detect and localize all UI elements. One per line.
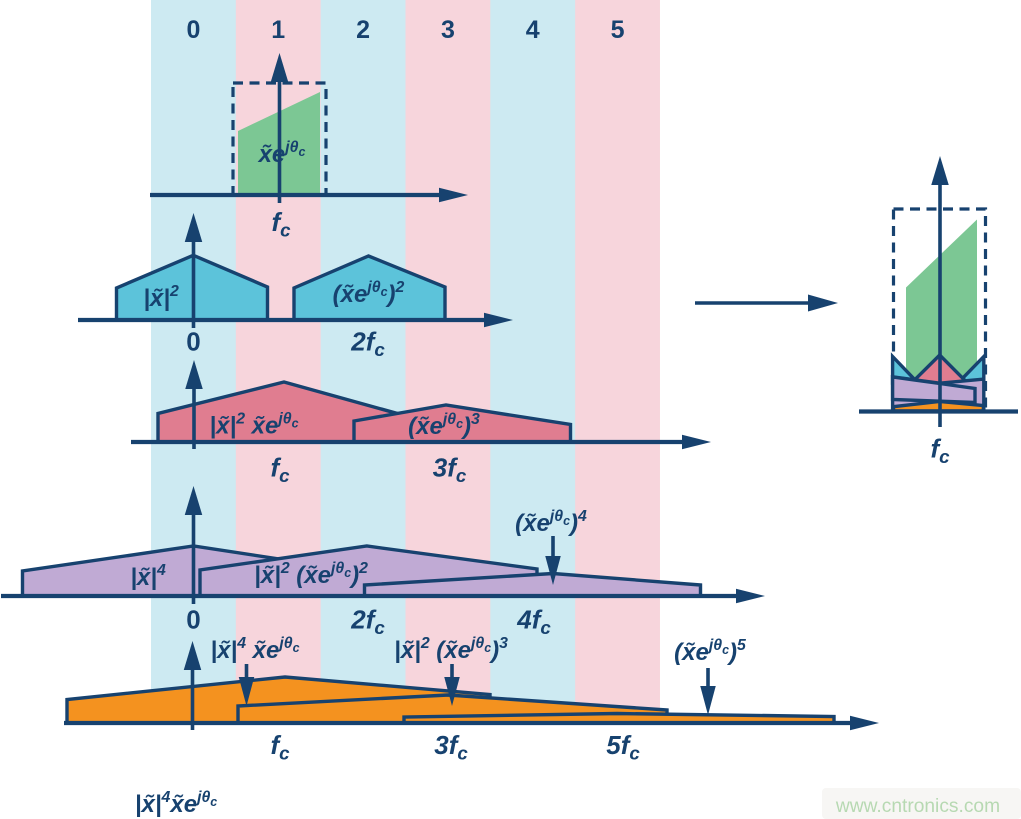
second-order-frequency-axis-arrowhead-icon bbox=[484, 312, 513, 328]
fourth-order-annotation-0: (x̃ejθc)4 bbox=[515, 508, 587, 537]
fourth-order-annotation-arrow-0-arrowhead-icon bbox=[545, 556, 561, 585]
band-label-1: 1 bbox=[271, 16, 285, 44]
band-label-5: 5 bbox=[611, 16, 625, 44]
first-order-label-0: x̃ejθc bbox=[257, 139, 306, 168]
fifth-order-annotation-arrow-0-arrowhead-icon bbox=[238, 677, 255, 706]
band-label-4: 4 bbox=[526, 16, 540, 44]
first-order-label-1: fc bbox=[271, 207, 291, 241]
fifth-order-annotation-arrow-1-arrowhead-icon bbox=[444, 677, 460, 706]
band-label-2: 2 bbox=[356, 16, 370, 44]
fifth-order-label-2: 5fc bbox=[606, 730, 640, 764]
band-label-0: 0 bbox=[186, 16, 200, 44]
mini-purple-inner bbox=[890, 375, 977, 405]
third-order-label-1: (x̃ejθc)3 bbox=[408, 411, 480, 440]
second-order-label-1: (x̃ejθc)2 bbox=[333, 279, 405, 308]
fourth-order-frequency-axis-arrowhead-icon bbox=[736, 588, 765, 604]
second-order-amplitude-axis-arrowhead-icon bbox=[184, 213, 203, 242]
band-2 bbox=[320, 0, 407, 723]
first-order-amplitude-axis-arrowhead-icon bbox=[270, 53, 289, 82]
first-order-frequency-axis-arrowhead-icon bbox=[439, 187, 468, 203]
second-order-label-2: 0 bbox=[186, 327, 200, 357]
third-order-label-0: |x̃|2 x̃ejθc bbox=[209, 410, 298, 439]
band-5 bbox=[575, 0, 660, 723]
watermark-text: www.cntronics.com bbox=[835, 796, 1000, 817]
fifth-order-annotation-2: (x̃ejθc)5 bbox=[674, 637, 746, 666]
fourth-order-label-1: |x̃|2 (x̃ejθc)2 bbox=[254, 560, 368, 589]
fourth-order-amplitude-axis-arrowhead-icon bbox=[184, 486, 203, 515]
third-order-label-3: 3fc bbox=[433, 453, 467, 487]
fourth-order-label-3: 2fc bbox=[350, 605, 385, 639]
figure-caption-term: |x̃|4x̃ejθc bbox=[135, 789, 218, 818]
fifth-order-annotation-arrow-2-arrowhead-icon bbox=[700, 686, 716, 715]
fourth-order-label-2: 0 bbox=[186, 605, 200, 635]
watermark-box bbox=[822, 788, 1021, 819]
band-label-3: 3 bbox=[441, 16, 455, 44]
third-order-label-2: fc bbox=[270, 453, 290, 487]
connector-arrowhead-icon bbox=[808, 294, 838, 312]
second-order-label-3: 2fc bbox=[350, 327, 385, 361]
mini-amplitude-axis-arrowhead-icon bbox=[931, 156, 949, 185]
fifth-order-amplitude-axis-arrowhead-icon bbox=[183, 641, 202, 670]
fifth-order-label-0: fc bbox=[270, 730, 290, 764]
band-4 bbox=[490, 0, 577, 723]
third-order-frequency-axis-arrowhead-icon bbox=[682, 434, 711, 450]
second-order-label-0: |x̃|2 bbox=[143, 283, 179, 312]
fifth-order-label-1: 3fc bbox=[434, 730, 468, 764]
fourth-order-label-0: |x̃|4 bbox=[130, 562, 166, 591]
fourth-order-label-4: 4fc bbox=[516, 605, 551, 639]
third-order-amplitude-axis-arrowhead-icon bbox=[185, 360, 203, 389]
band-3 bbox=[405, 0, 492, 723]
fifth-order-frequency-axis-arrowhead-icon bbox=[850, 715, 879, 731]
fifth-order-annotation-1: |x̃|2 (x̃ejθc)3 bbox=[394, 635, 508, 664]
fifth-order-annotation-0: |x̃|4 x̃ejθc bbox=[210, 635, 299, 664]
mini-label-0: fc bbox=[930, 434, 950, 468]
